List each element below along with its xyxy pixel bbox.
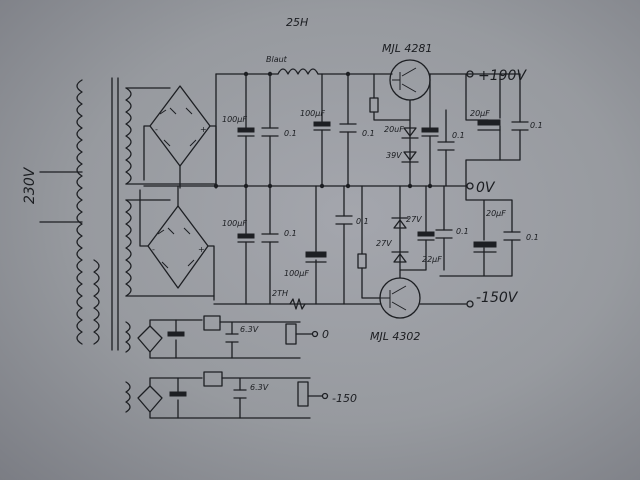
- cap-label-upper-3: 20uF: [384, 125, 404, 134]
- mains-voltage-label: 230V: [22, 166, 38, 204]
- inductor-name-label: Blaut: [266, 55, 288, 64]
- zener-label-lower-2: 27V: [376, 239, 392, 248]
- svg-text:-: -: [152, 245, 155, 254]
- aux-voltage-label-1: 6.3V: [240, 325, 259, 334]
- aux-voltage-label-2: 6.3V: [250, 383, 269, 392]
- aux-rail-minus-label: -150: [332, 392, 357, 405]
- cap-label-upper-4: 20µF: [470, 109, 490, 118]
- aux-supply-2: [125, 371, 329, 419]
- aux-supply-1: [125, 315, 319, 359]
- bridge-rectifier-lower: - +: [147, 205, 209, 289]
- upper-filter-caps: [237, 73, 357, 187]
- bridge-rectifier-upper: - +: [149, 85, 211, 167]
- small-cap-label-4: 0.1: [530, 121, 543, 130]
- cap-label-lower-2: 100µF: [284, 269, 309, 278]
- svg-text:+: +: [200, 125, 207, 134]
- secondary-winding-3: [93, 259, 100, 345]
- small-cap-label-1: 0.1: [284, 129, 297, 138]
- resistor-label: 2TH: [272, 289, 288, 298]
- lower-transistor-label: MJL 4302: [370, 330, 420, 343]
- small-cap-label-5: 0.1: [284, 229, 297, 238]
- svg-text:+: +: [198, 245, 205, 254]
- svg-text:-: -: [155, 125, 158, 134]
- lower-filter-caps: [237, 185, 353, 305]
- secondary-winding-1: [125, 87, 132, 185]
- filter-inductor: [277, 68, 319, 75]
- zener-label-lower-1: 27V: [406, 215, 422, 224]
- mains-transformer: [39, 77, 217, 351]
- resistor-2k: [289, 298, 306, 310]
- small-cap-label-3: 0.1: [452, 131, 465, 140]
- cap-label-upper-2: 100µF: [300, 109, 325, 118]
- rail-zero-label: 0V: [476, 180, 496, 196]
- lower-regulator: [357, 185, 521, 319]
- small-cap-label-7: 0.1: [456, 227, 469, 236]
- cap-label-lower-1: 100µF: [222, 219, 247, 228]
- cap-label-lower-4: 20µF: [486, 209, 506, 218]
- rail-minus-label: -150V: [476, 290, 519, 306]
- terminals: [466, 70, 474, 308]
- cap-label-lower-3: 22µF: [422, 255, 442, 264]
- rail-plus-label: +190V: [478, 68, 527, 84]
- inductor-value-label: 25H: [286, 16, 308, 29]
- upper-regulator: [369, 59, 529, 187]
- primary-winding: [76, 79, 83, 345]
- zener-label-upper: 39V: [386, 151, 402, 160]
- cap-label-upper-1: 100µF: [222, 115, 247, 124]
- small-cap-label-8: 0.1: [526, 233, 539, 242]
- small-cap-label-2: 0.1: [362, 129, 375, 138]
- aux-rail-zero-label: 0: [322, 328, 329, 341]
- secondary-winding-2: [125, 199, 132, 297]
- small-cap-label-6: 0.1: [356, 217, 369, 226]
- junction-dots: [213, 71, 433, 189]
- upper-transistor-label: MJL 4281: [382, 42, 432, 55]
